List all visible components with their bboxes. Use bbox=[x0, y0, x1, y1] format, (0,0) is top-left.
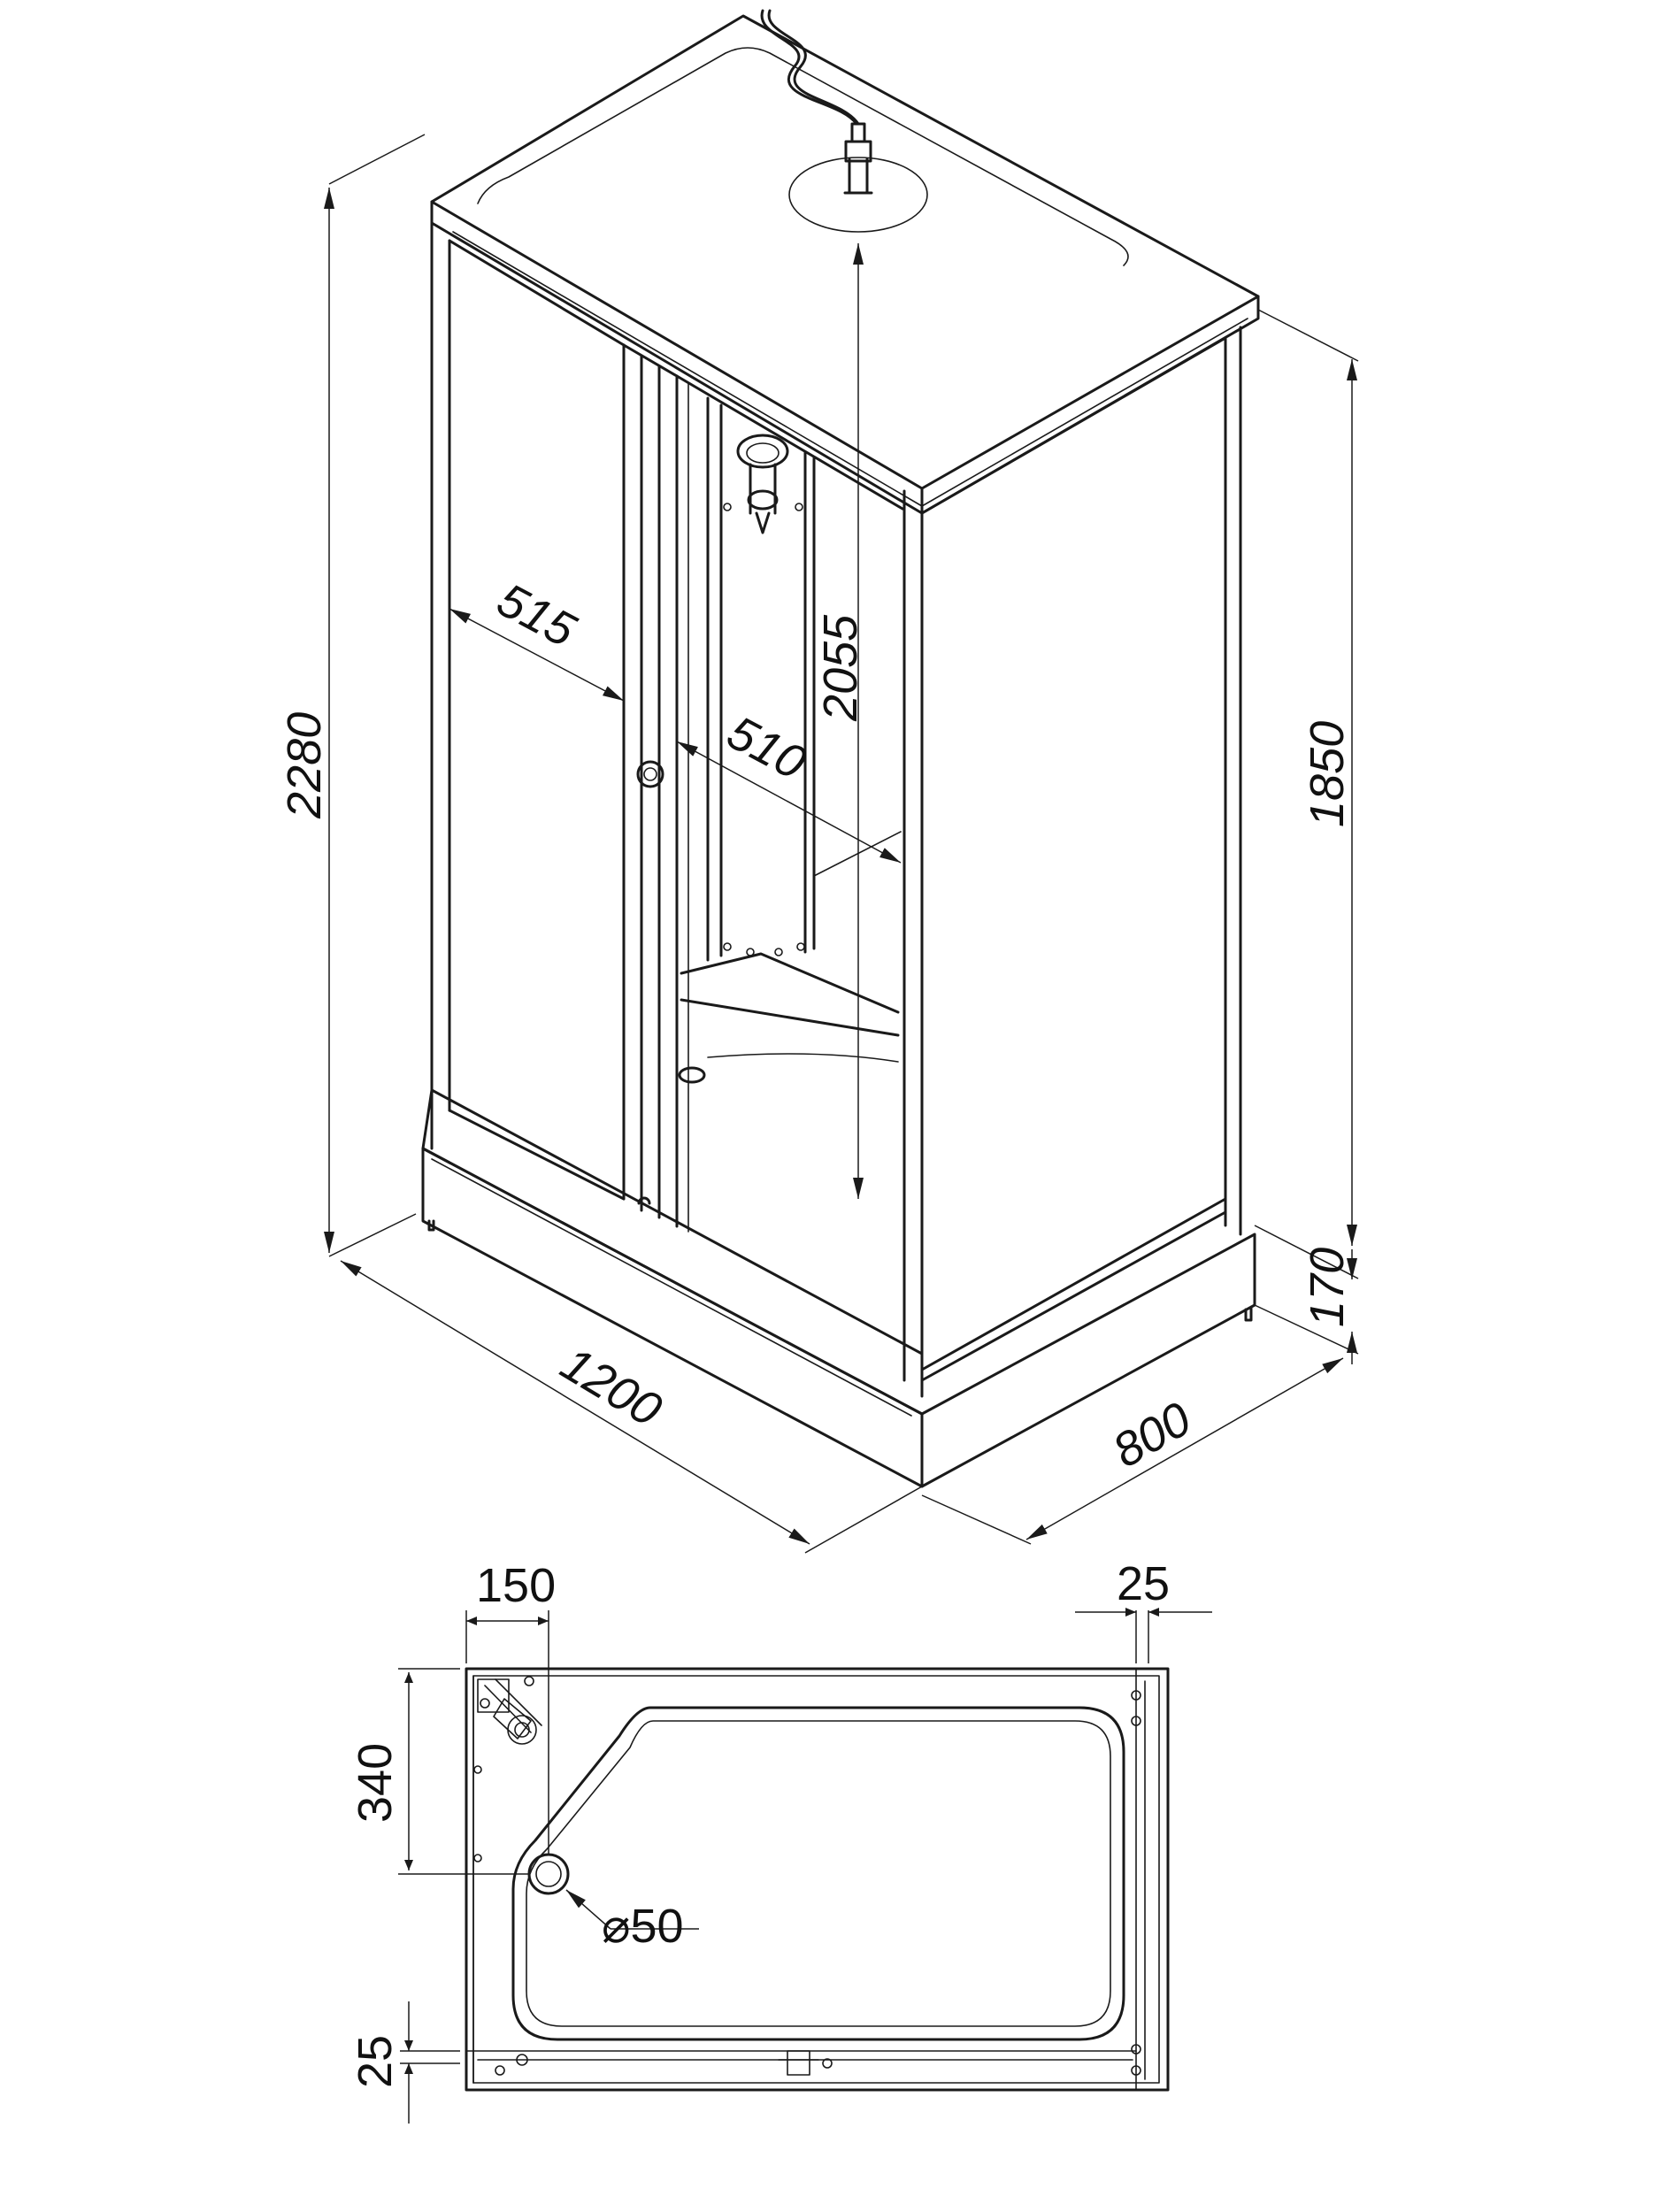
drain-diameter-label: ⌀50 bbox=[602, 1900, 684, 1953]
dim-25-bottom-label: 25 bbox=[349, 2035, 402, 2088]
dim-340-label: 340 bbox=[349, 1743, 402, 1823]
drain-outlet bbox=[527, 1853, 570, 1895]
dim-1850-label: 1850 bbox=[1301, 721, 1354, 827]
dim-510-label: 510 bbox=[718, 706, 814, 790]
isometric-view: 2280 1850 170 2055 515 510 1200 800 bbox=[278, 9, 1359, 1554]
bottom-fitting bbox=[495, 2050, 833, 2076]
dim-170-label: 170 bbox=[1301, 1248, 1354, 1327]
front-face bbox=[430, 221, 924, 1398]
corner-fitting bbox=[477, 1676, 542, 1745]
tray-basin bbox=[511, 1706, 1125, 2041]
dim-25-right-label: 25 bbox=[1117, 1557, 1170, 1610]
cabin-roof bbox=[430, 14, 1260, 515]
dim-150-label: 150 bbox=[476, 1559, 556, 1612]
dim-800-label: 800 bbox=[1104, 1392, 1200, 1478]
rain-shower-head bbox=[760, 9, 928, 233]
iso-dimensions bbox=[324, 134, 1359, 1554]
dim-515-label: 515 bbox=[488, 573, 585, 658]
right-side-face bbox=[920, 326, 1242, 1382]
plan-dimensions bbox=[398, 1608, 1212, 2124]
dim-2280-label: 2280 bbox=[278, 712, 331, 819]
dim-2055-label: 2055 bbox=[814, 614, 867, 722]
interior bbox=[678, 396, 902, 1084]
dim-1200-label: 1200 bbox=[552, 1337, 671, 1437]
plan-view: 150 340 25 25 ⌀50 bbox=[349, 1557, 1212, 2124]
mixer-tap bbox=[723, 434, 803, 534]
